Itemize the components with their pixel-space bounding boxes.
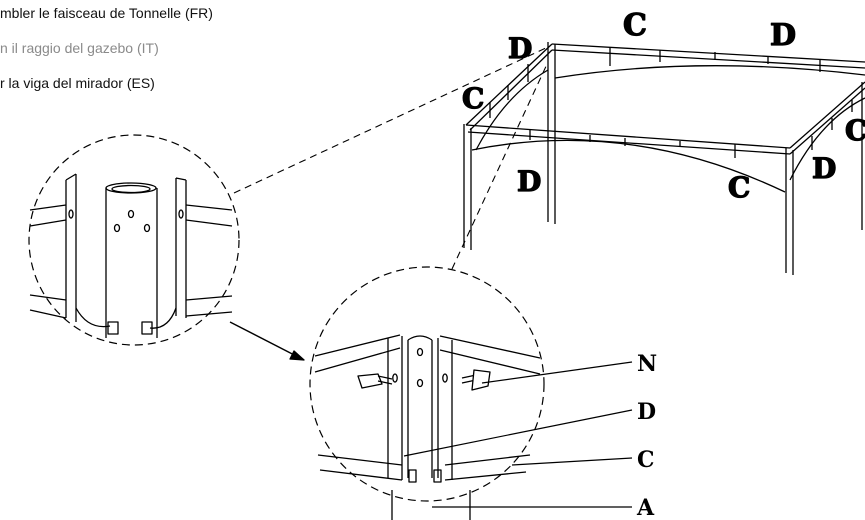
instruction-spanish: r la viga del mirador (ES): [0, 75, 155, 91]
label-c-left: C: [462, 82, 484, 115]
label-c-top: C: [623, 8, 647, 43]
detail-circle-bottom: [309, 266, 545, 520]
label-c-front: C: [728, 171, 750, 204]
label-d-top-right: D: [770, 18, 796, 53]
label-a: A: [636, 495, 655, 520]
instruction-french: mbler le faisceau de Tonnelle (FR): [0, 5, 213, 21]
label-c-detail: C: [637, 447, 655, 473]
leader-lines: [403, 361, 633, 508]
gazebo-frame: [463, 42, 865, 275]
instruction-italian: n il raggio del gazebo (IT): [0, 40, 159, 56]
label-d-detail: D: [637, 399, 656, 425]
callout-lines: [233, 46, 549, 270]
detail-circle-left: [28, 134, 240, 346]
label-n: N: [637, 351, 657, 377]
detail-labels: N D C A: [636, 351, 657, 520]
label-c-right: C: [845, 114, 865, 147]
label-d-front: D: [517, 165, 541, 198]
frame-labels: C D D C D C D C: [461, 7, 865, 204]
label-d-right: D: [812, 152, 836, 185]
detail-arrow: [229, 321, 305, 361]
